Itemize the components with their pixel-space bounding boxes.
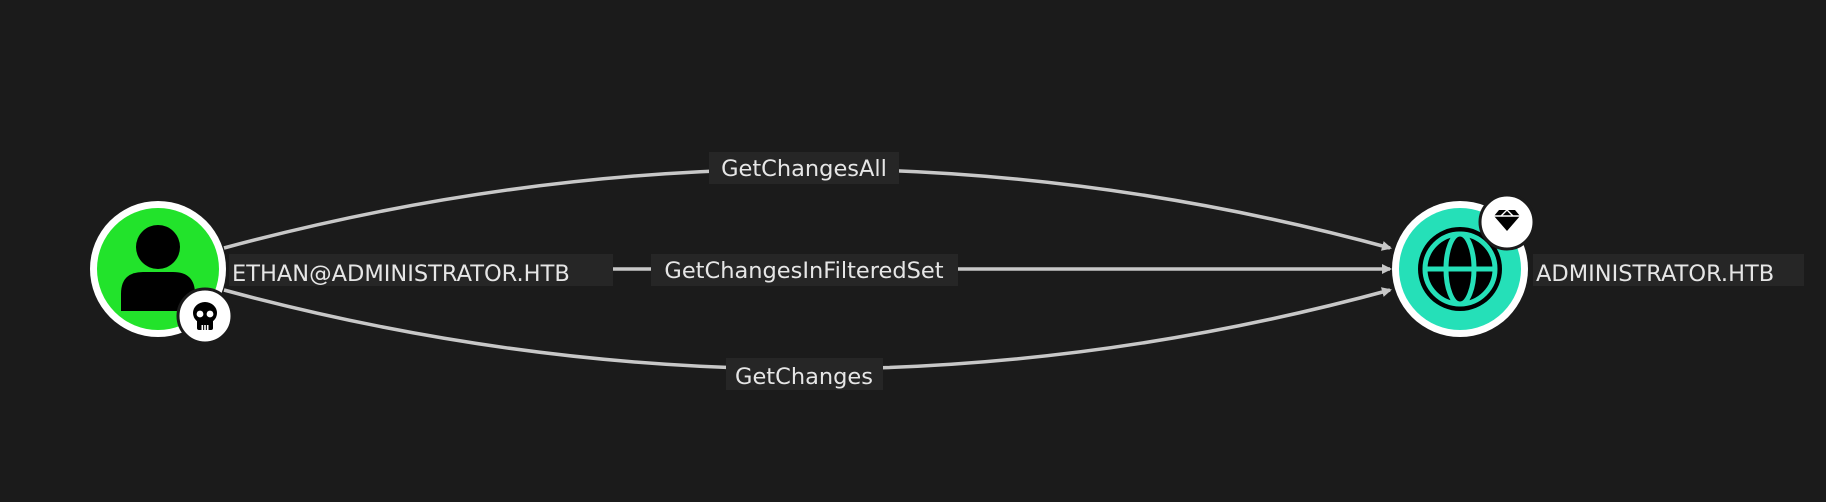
- edge-label-getchanges: GetChanges: [735, 364, 873, 390]
- edge-label-bg: [709, 152, 899, 184]
- edge-getchanges[interactable]: GetChanges: [223, 287, 1392, 390]
- node-domain[interactable]: ADMINISTRATOR.HTB: [1392, 193, 1804, 337]
- node-user-label-bg: [229, 254, 613, 286]
- edge-line-getchanges[interactable]: [223, 287, 1392, 371]
- edge-label-bg: [651, 254, 958, 286]
- user-icon: [121, 225, 195, 311]
- gem-icon: [1478, 193, 1536, 251]
- node-user-label: ETHAN@ADMINISTRATOR.HTB: [232, 261, 570, 287]
- edge-label-bg: [726, 358, 883, 390]
- edge-getchangesall[interactable]: GetChangesAll: [223, 152, 1392, 251]
- skull-icon: [176, 287, 234, 345]
- edge-getchangesinfilteredset[interactable]: GetChangesInFilteredSet: [610, 254, 1392, 286]
- node-domain-label-bg: [1533, 254, 1804, 286]
- edge-label-getchangesall: GetChangesAll: [721, 156, 887, 182]
- globe-icon: [1418, 227, 1502, 311]
- edge-label-getchangesinfilteredset: GetChangesInFilteredSet: [664, 258, 943, 284]
- node-domain-label: ADMINISTRATOR.HTB: [1536, 261, 1774, 287]
- node-user[interactable]: ETHAN@ADMINISTRATOR.HTB: [90, 201, 613, 345]
